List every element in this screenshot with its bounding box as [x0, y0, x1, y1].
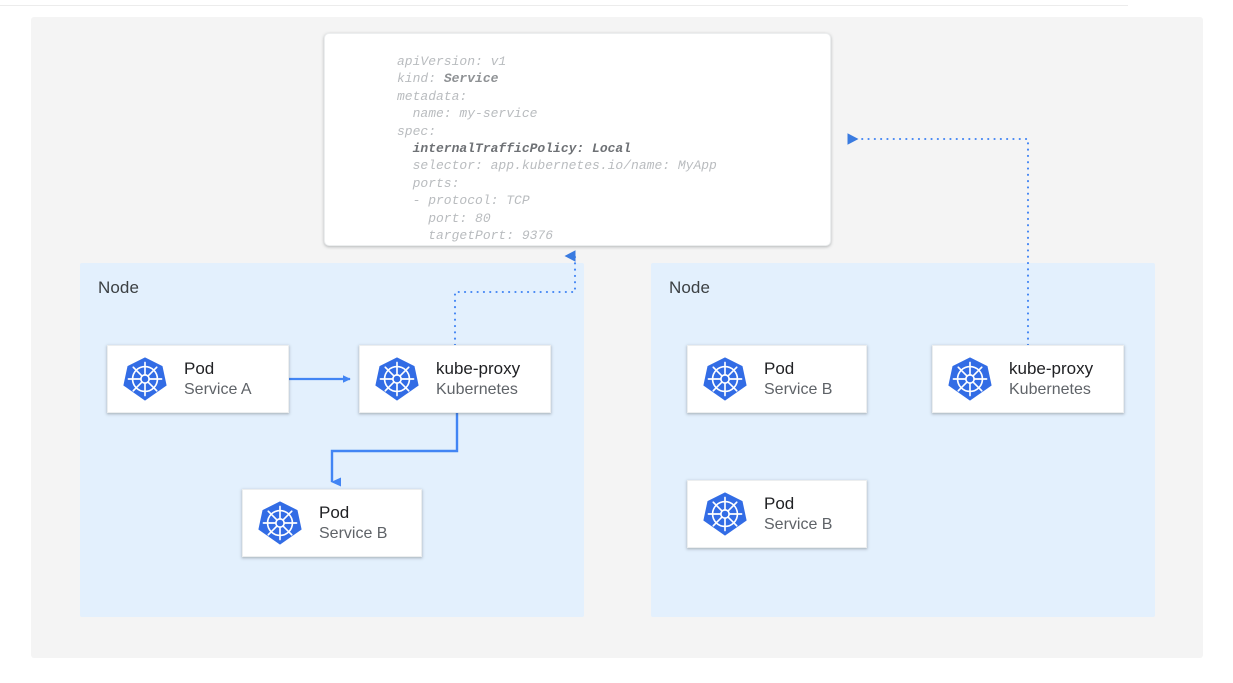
yaml-line-ports: ports:	[397, 175, 460, 191]
card-text: Pod Service A	[184, 359, 252, 399]
kubernetes-logo-icon	[375, 357, 419, 401]
yaml-kind-prefix: kind:	[397, 71, 444, 87]
kubernetes-logo-icon	[703, 492, 747, 536]
yaml-line-selector: selector: app.kubernetes.io/name: MyApp	[397, 158, 717, 174]
card-text: Pod Service B	[319, 503, 387, 543]
card-subtitle: Service A	[184, 380, 252, 398]
card-text: Pod Service B	[764, 359, 832, 399]
top-rule-divider	[0, 5, 1128, 6]
card-kube-proxy-right[interactable]: kube-proxy Kubernetes	[932, 345, 1124, 413]
card-pod-service-b-right-top[interactable]: Pod Service B	[687, 345, 867, 413]
card-subtitle: Service B	[319, 524, 388, 542]
card-title: kube-proxy	[1009, 358, 1094, 378]
yaml-line-apiversion: apiVersion: v1	[397, 54, 507, 69]
card-subtitle: Service B	[764, 515, 833, 533]
yaml-line-kind: kind: Service	[397, 70, 717, 87]
yaml-line-target-port: targetPort: 9376	[397, 228, 554, 244]
card-title: Pod	[764, 493, 795, 513]
kubernetes-logo-icon	[948, 357, 992, 401]
yaml-line-port: port: 80	[397, 210, 491, 226]
node-label-left: Node	[98, 278, 140, 297]
card-title: kube-proxy	[436, 358, 521, 378]
card-text: Pod Service B	[764, 494, 832, 534]
kubernetes-logo-icon	[258, 501, 302, 545]
yaml-line-internal-traffic-policy: internalTrafficPolicy: Local	[397, 141, 632, 157]
kubernetes-logo-icon	[123, 357, 167, 401]
yaml-line-protocol: - protocol: TCP	[397, 193, 530, 209]
yaml-line-name: name: my-service	[397, 106, 538, 122]
card-text: kube-proxy Kubernetes	[436, 359, 520, 399]
card-pod-service-b-left[interactable]: Pod Service B	[242, 489, 422, 557]
card-title: Pod	[319, 502, 350, 522]
card-title: Pod	[764, 358, 795, 378]
yaml-kind-value: Service	[443, 71, 499, 87]
kubernetes-logo-icon	[703, 357, 747, 401]
card-subtitle: Service B	[764, 380, 833, 398]
card-pod-service-a[interactable]: Pod Service A	[107, 345, 289, 413]
yaml-line-metadata: metadata:	[397, 88, 468, 104]
node-label-right: Node	[669, 278, 711, 297]
card-kube-proxy-left[interactable]: kube-proxy Kubernetes	[359, 345, 551, 413]
card-pod-service-b-right-bottom[interactable]: Pod Service B	[687, 480, 867, 548]
card-subtitle: Kubernetes	[436, 380, 518, 398]
card-title: Pod	[184, 358, 215, 378]
node-panel-left: Node	[80, 263, 584, 617]
yaml-line-spec: spec:	[397, 123, 437, 139]
card-text: kube-proxy Kubernetes	[1009, 359, 1093, 399]
node-panel-right: Node	[651, 263, 1155, 617]
card-subtitle: Kubernetes	[1009, 380, 1091, 398]
